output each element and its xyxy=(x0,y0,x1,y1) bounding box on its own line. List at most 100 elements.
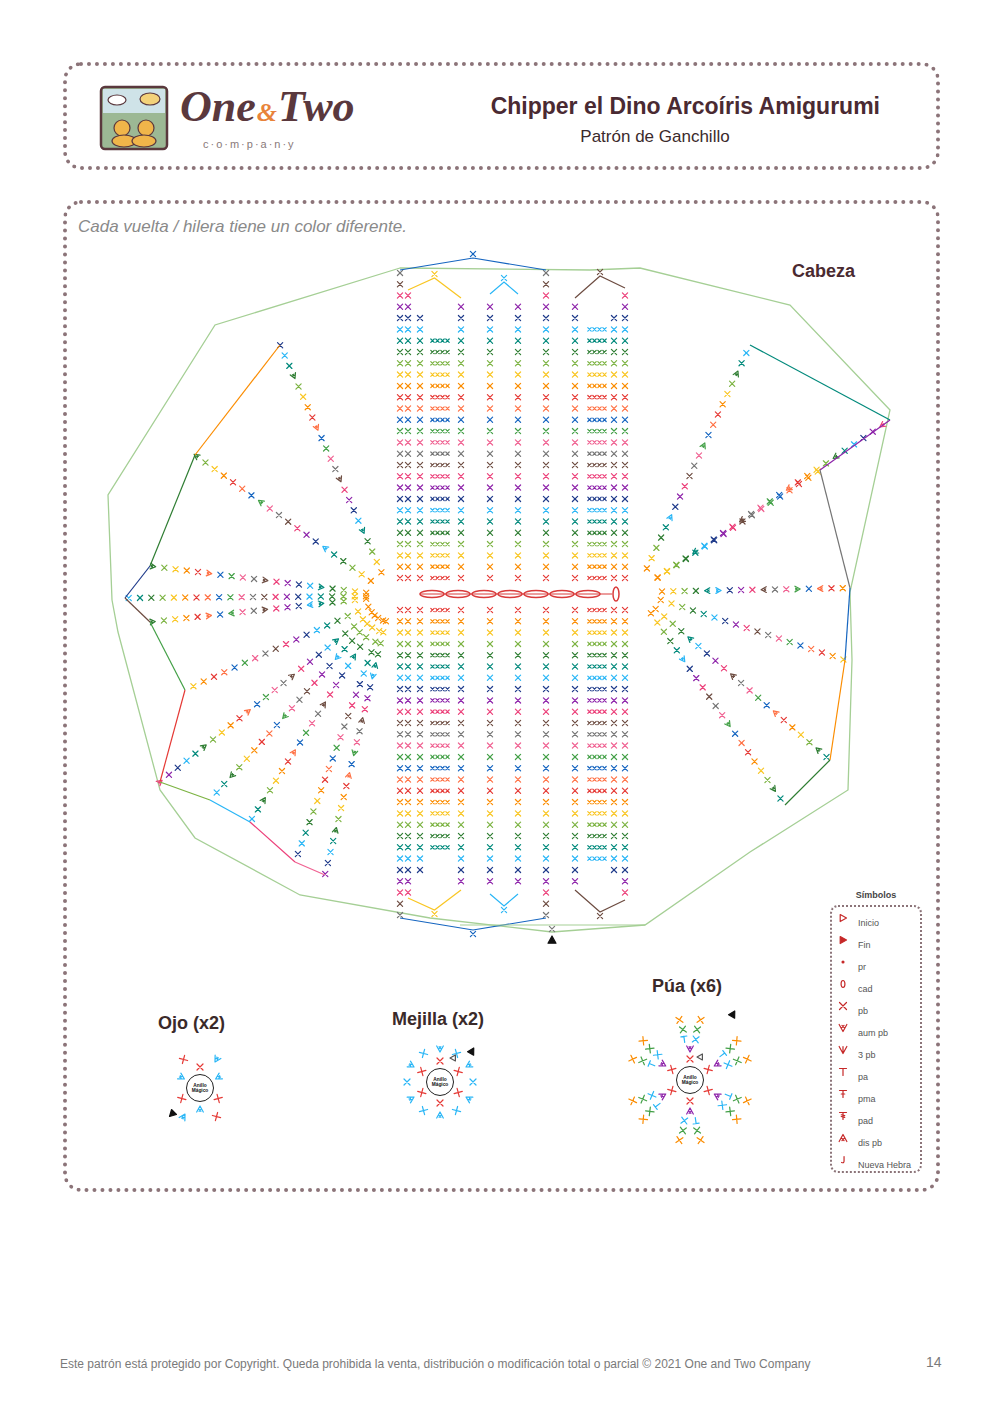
stitch-symbol xyxy=(543,304,548,309)
stroke xyxy=(417,417,422,422)
stitch-symbol xyxy=(622,743,627,748)
stroke xyxy=(431,452,434,455)
stitch-symbol xyxy=(458,709,463,714)
stitch-symbol xyxy=(330,600,335,605)
stitch-symbol xyxy=(405,754,410,759)
stitch-symbol xyxy=(431,497,434,500)
stroke xyxy=(487,709,492,714)
stroke xyxy=(137,595,142,600)
stitch-symbol xyxy=(611,766,616,771)
stitch-symbol xyxy=(543,913,548,918)
stitch-symbol xyxy=(446,384,449,387)
chain-oval xyxy=(576,591,600,598)
stroke xyxy=(515,675,520,680)
stroke xyxy=(397,777,402,782)
stroke xyxy=(603,812,606,815)
stitch-symbol xyxy=(212,466,217,471)
stroke xyxy=(543,406,548,411)
stitch-symbol xyxy=(593,373,596,376)
stroke xyxy=(515,372,520,377)
stitch-symbol xyxy=(487,743,492,748)
stitch-symbol xyxy=(282,353,287,358)
stitch-symbol xyxy=(446,733,449,736)
stroke xyxy=(431,823,434,826)
stroke xyxy=(622,485,627,490)
stroke xyxy=(611,508,616,513)
stitch-symbol xyxy=(593,755,596,758)
stitch-symbol xyxy=(593,407,596,410)
stroke xyxy=(487,406,492,411)
stroke xyxy=(417,508,422,513)
stroke xyxy=(296,603,301,608)
stroke xyxy=(603,733,606,736)
stitch-symbol xyxy=(593,654,596,657)
stitch-symbol xyxy=(588,620,591,623)
stroke xyxy=(572,462,577,467)
stroke xyxy=(436,576,439,579)
stroke xyxy=(543,607,548,612)
stitch-symbol xyxy=(206,570,212,576)
stitch-symbol xyxy=(458,687,463,692)
stroke xyxy=(446,733,449,736)
stroke xyxy=(588,509,591,512)
stitch-symbol xyxy=(543,607,548,612)
stitch-symbol xyxy=(622,822,627,827)
stroke xyxy=(622,316,627,321)
stroke xyxy=(436,620,439,623)
stitch-symbol xyxy=(515,754,520,759)
stitch-symbol xyxy=(431,475,434,478)
stitch-symbol xyxy=(436,608,439,611)
stroke xyxy=(611,777,616,782)
stitch-symbol xyxy=(405,687,410,692)
stitch-symbol xyxy=(441,687,444,690)
stroke xyxy=(347,497,352,502)
logo-cloud xyxy=(108,95,126,105)
stitch-symbol xyxy=(598,687,601,690)
stroke xyxy=(572,429,577,434)
stitch-symbol xyxy=(173,567,178,572)
stitch-symbol xyxy=(611,619,616,624)
stitch-symbol xyxy=(622,440,627,445)
stroke xyxy=(436,608,439,611)
stitch-symbol xyxy=(588,654,591,657)
stroke xyxy=(458,575,463,580)
stitch-symbol xyxy=(588,665,591,668)
stroke xyxy=(458,462,463,467)
stroke xyxy=(543,282,548,287)
stroke xyxy=(572,766,577,771)
stroke xyxy=(588,620,591,623)
stitch-symbol xyxy=(458,575,463,580)
stroke xyxy=(487,372,492,377)
stitch-symbol xyxy=(161,618,166,623)
stitch-symbol xyxy=(446,463,449,466)
stitch-symbol xyxy=(572,462,577,467)
stroke xyxy=(572,777,577,782)
stroke xyxy=(397,327,402,332)
stitch-symbol xyxy=(228,610,234,616)
stitch-symbol xyxy=(572,349,577,354)
stroke xyxy=(446,642,449,645)
stitch-symbol xyxy=(611,833,616,838)
stitch-symbol xyxy=(603,800,606,803)
stroke xyxy=(501,275,506,280)
stroke xyxy=(441,676,444,679)
stitch-symbol xyxy=(262,577,268,583)
stroke xyxy=(431,542,434,545)
stroke xyxy=(622,856,627,861)
stroke xyxy=(441,789,444,792)
stroke xyxy=(622,406,627,411)
stroke xyxy=(405,675,410,680)
stitch-symbol xyxy=(588,755,591,758)
stitch-symbol xyxy=(296,594,301,599)
stroke xyxy=(458,879,463,884)
stroke xyxy=(405,698,410,703)
stitch-symbol xyxy=(458,619,463,624)
stitch-symbol xyxy=(487,607,492,612)
stitch-symbol xyxy=(458,664,463,669)
stitch-symbol xyxy=(436,520,439,523)
stitch-symbol xyxy=(515,879,520,884)
stitch-symbol xyxy=(487,564,492,569)
stitch-symbol xyxy=(543,811,548,816)
stitch-symbol xyxy=(588,812,591,815)
stitch-symbol xyxy=(308,583,313,588)
